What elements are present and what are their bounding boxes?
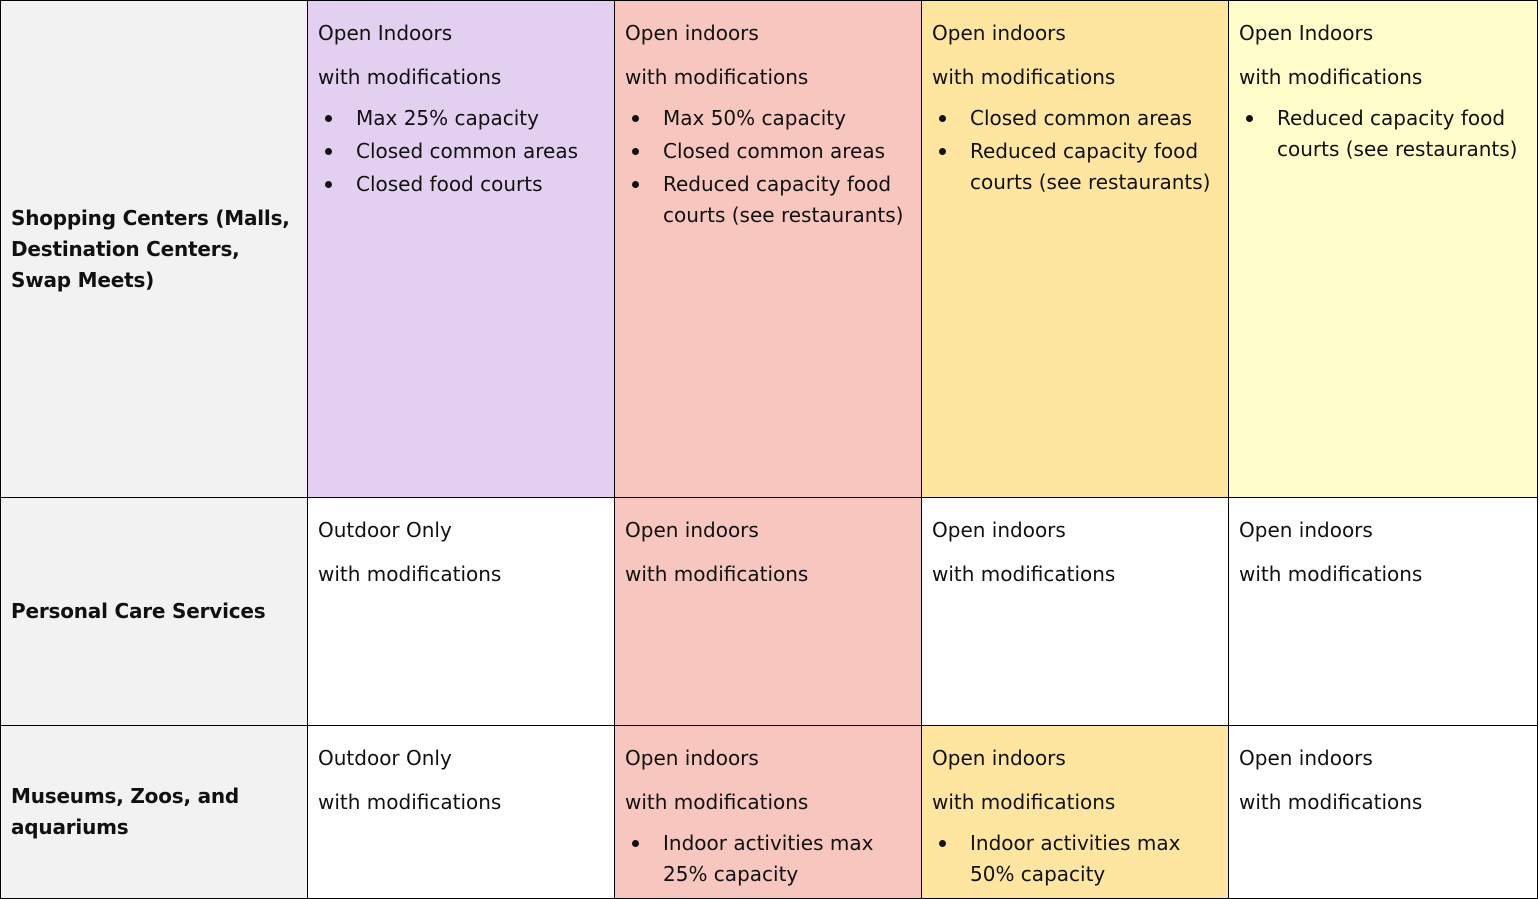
list-item: Closed food courts: [325, 169, 604, 200]
tier-cell: Open indoors with modifications: [1228, 497, 1538, 726]
cell-modifier: with modifications: [1239, 562, 1423, 586]
cell-status: Outdoor Only: [318, 518, 452, 542]
tier-cell: Outdoor Only with modifications: [307, 725, 615, 899]
cell-modifier: with modifications: [625, 65, 809, 89]
cell-status: Open indoors: [1239, 518, 1373, 542]
list-item: Reduced capacity food courts (see restau…: [1246, 103, 1527, 165]
list-item: Closed common areas: [939, 103, 1218, 134]
tier-cell: Outdoor Only with modifications: [307, 497, 615, 726]
row-header: Museums, Zoos, and aquariums: [0, 725, 308, 899]
list-item: Indoor activities max 50% capacity: [939, 828, 1218, 890]
table-row: Shopping Centers (Malls, Destination Cen…: [0, 0, 1538, 498]
restrictions-list: Reduced capacity food courts (see restau…: [1239, 103, 1527, 165]
row-header: Personal Care Services: [0, 497, 308, 726]
cell-status: Open indoors: [625, 746, 759, 770]
cell-status: Open indoors: [1239, 746, 1373, 770]
cell-modifier: with modifications: [932, 65, 1116, 89]
list-item: Closed common areas: [632, 136, 911, 167]
cell-modifier: with modifications: [625, 562, 809, 586]
restrictions-list: Indoor activities max 50% capacity: [932, 828, 1218, 890]
table-row: Personal Care Services Outdoor Only with m…: [0, 497, 1538, 726]
cell-modifier: with modifications: [932, 562, 1116, 586]
cell-status: Open indoors: [625, 21, 759, 45]
cell-modifier: with modifications: [318, 790, 502, 814]
list-item: Indoor activities max 25% capacity: [632, 828, 911, 890]
cell-status: Open indoors: [932, 518, 1066, 542]
list-item: Reduced capacity food courts (see restau…: [632, 169, 911, 231]
cell-modifier: with modifications: [318, 65, 502, 89]
cell-modifier: with modifications: [625, 790, 809, 814]
tier-cell: Open indoors with modifications: [921, 497, 1229, 726]
cell-status: Open indoors: [932, 746, 1066, 770]
row-header: Shopping Centers (Malls, Destination Cen…: [0, 0, 308, 498]
cell-status: Open Indoors: [1239, 21, 1374, 45]
cell-modifier: with modifications: [318, 562, 502, 586]
cell-status: Outdoor Only: [318, 746, 452, 770]
cell-modifier: with modifications: [932, 790, 1116, 814]
restrictions-list: Indoor activities max 25% capacity: [625, 828, 911, 890]
list-item: Closed common areas: [325, 136, 604, 167]
list-item: Reduced capacity food courts (see restau…: [939, 136, 1218, 198]
cell-status: Open indoors: [932, 21, 1066, 45]
cell-status: Open Indoors: [318, 21, 453, 45]
tier-cell: Open indoors with modifications: [614, 497, 922, 726]
tier-cell: Open indoors with modifications: [1228, 725, 1538, 899]
list-item: Max 25% capacity: [325, 103, 604, 134]
list-item: Max 50% capacity: [632, 103, 911, 134]
cell-modifier: with modifications: [1239, 790, 1423, 814]
cell-status: Open indoors: [625, 518, 759, 542]
cell-modifier: with modifications: [1239, 65, 1423, 89]
